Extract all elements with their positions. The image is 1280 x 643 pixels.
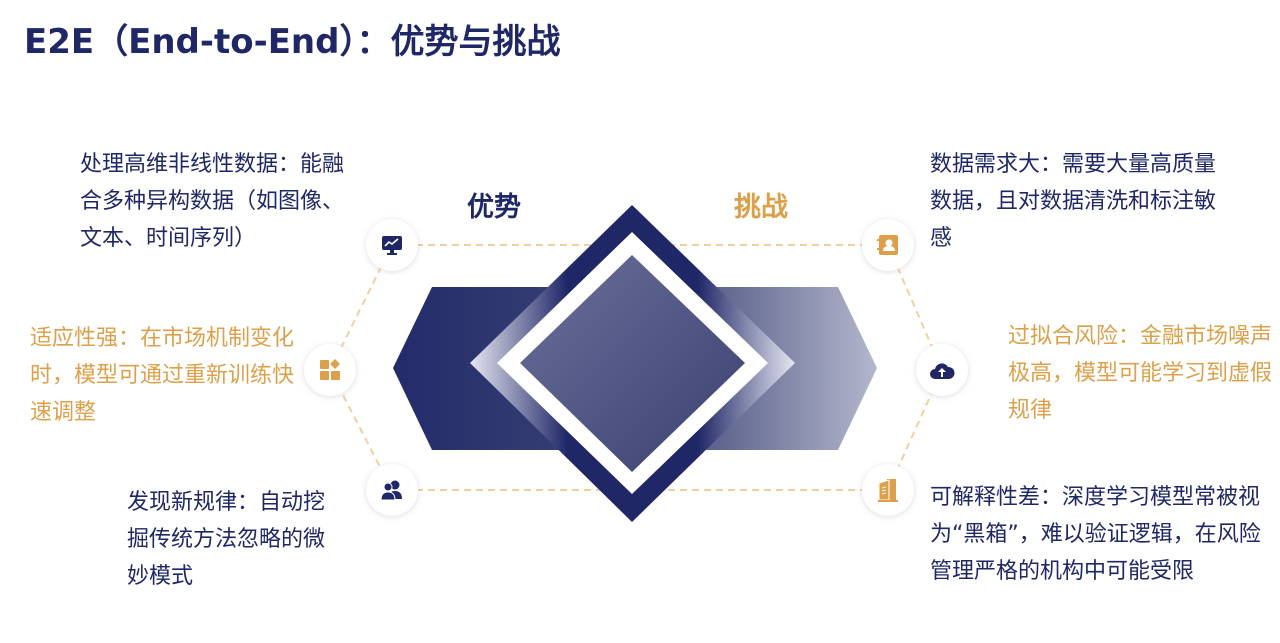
advantage-text-3: 发现新规律：自动挖掘传统方法忽略的微妙模式 — [127, 490, 326, 589]
challenge-icon-circle-3 — [862, 464, 914, 516]
challenge-text-2: 过拟合风险：金融市场噪声极高，模型可能学习到虚假规律 — [1008, 324, 1273, 423]
advantage-icon-circle-1 — [366, 219, 418, 271]
diamond-inner — [520, 255, 745, 472]
cloud-upload-icon — [930, 363, 955, 379]
challenge-text-1: 数据需求大：需要大量高质量数据，且对数据清洗和标注敏感 — [930, 152, 1217, 251]
advantage-text-2: 适应性强：在市场机制变化时，模型可通过重新训练快速调整 — [30, 326, 295, 425]
advantage-text-1: 处理高维非线性数据：能融合多种异构数据（如图像、文本、时间序列） — [80, 152, 345, 251]
advantages-heading: 优势 — [467, 192, 521, 223]
challenge-icon-circle-2 — [916, 344, 968, 396]
advantage-icon-circle-2 — [304, 344, 356, 396]
contact-book-icon — [877, 235, 898, 255]
building-icon — [878, 479, 898, 502]
apps-grid-icon — [320, 359, 340, 380]
challenges-heading: 挑战 — [734, 192, 788, 223]
advantage-icon-circle-3 — [366, 464, 418, 516]
challenge-text-3: 可解释性差：深度学习模型常被视为“黑箱”，难以验证逻辑，在风险管理严格的机构中可… — [930, 485, 1261, 584]
slide-title: E2E（End-to-End）：优势与挑战 — [24, 22, 561, 62]
monitor-chart-icon — [382, 236, 402, 255]
challenge-icon-circle-1 — [862, 219, 914, 271]
users-icon — [380, 480, 402, 501]
